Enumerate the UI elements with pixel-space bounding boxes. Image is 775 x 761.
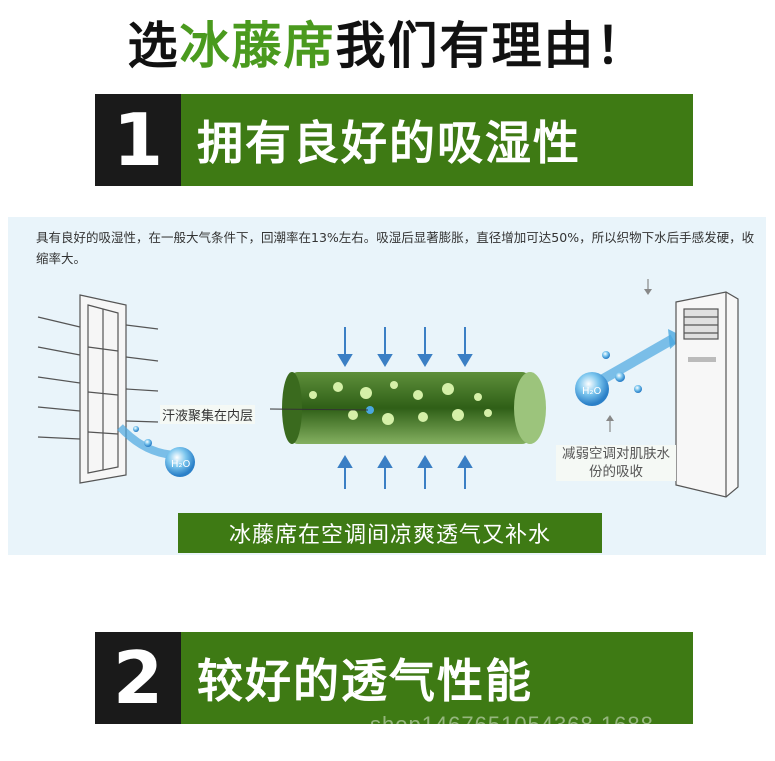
h2o-label-left: H₂O bbox=[171, 459, 191, 470]
air-conditioner-illustration bbox=[606, 279, 739, 498]
label-reduce-absorption: 减弱空调对肌肤水份的吸收 bbox=[556, 445, 676, 481]
h2o-label-right: H₂O bbox=[582, 386, 602, 397]
headline-part3: 我们有理由！ bbox=[335, 17, 648, 75]
section1-number: 1 bbox=[95, 94, 181, 186]
section2-title: 较好的透气性能 bbox=[181, 632, 693, 724]
section1-title: 拥有良好的吸湿性 bbox=[181, 94, 693, 186]
arrows-down bbox=[337, 327, 473, 367]
door-illustration bbox=[37, 294, 159, 484]
illustration-panel: 具有良好的吸湿性，在一般大气条件下，回潮率在13%左右。吸湿后显著膨胀，直径增加… bbox=[8, 217, 766, 555]
water-swirl-right: H₂O bbox=[575, 329, 684, 406]
headline: 选冰藤席我们有理由！ bbox=[0, 6, 775, 78]
section1-paragraph: 具有良好的吸湿性，在一般大气条件下，回潮率在13%左右。吸湿后显著膨胀，直径增加… bbox=[36, 230, 755, 266]
watermark: shop14676510543​68.1688 bbox=[370, 712, 654, 737]
illustration-scene: H₂O bbox=[37, 279, 739, 498]
label-sweat-inner-layer: 汗液聚集在内层 bbox=[160, 405, 256, 424]
section2-number: 2 bbox=[95, 632, 181, 724]
section2-banner: 2 较好的透气性能 bbox=[95, 632, 693, 724]
headline-product: 冰藤席 bbox=[179, 17, 336, 75]
water-swirl-left: H₂O bbox=[117, 424, 195, 477]
fiber-tube bbox=[269, 372, 546, 444]
caption-bar: 冰藤席在空调间凉爽透气又补水 bbox=[178, 513, 602, 553]
arrows-up bbox=[337, 455, 473, 489]
section1-banner: 1 拥有良好的吸湿性 bbox=[95, 94, 693, 186]
headline-part1: 选 bbox=[127, 17, 180, 75]
